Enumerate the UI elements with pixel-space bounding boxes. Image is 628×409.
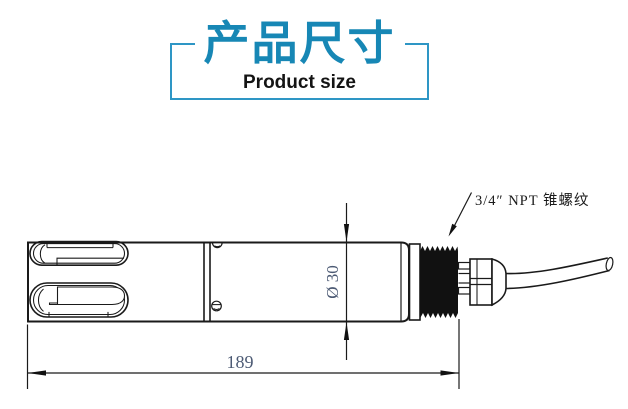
cable-bottom-edge [505, 269, 610, 290]
diameter-arrow-top [343, 224, 350, 242]
gland-tab-top [457, 261, 471, 270]
gland-dome [491, 257, 507, 307]
dimension-length: 189 [26, 319, 460, 389]
page-title-chinese: 产品尺寸 [194, 20, 405, 66]
slot-inner-outline [32, 243, 126, 264]
diameter-dim-label: Ø 30 [323, 265, 342, 299]
cable-end-cap [605, 256, 614, 272]
dimension-diameter: Ø 30 [323, 203, 350, 360]
cable-top-edge [505, 257, 608, 275]
length-arrow-right [440, 370, 459, 376]
leader-line [452, 192, 473, 228]
slot-inner-wall [48, 286, 126, 306]
length-dim-label: 189 [227, 352, 254, 372]
thread-annotation: 3/4″ NPT 锥螺纹 [448, 192, 589, 237]
leader-arrowhead [448, 223, 457, 237]
sensor-slot-top [29, 240, 129, 267]
diameter-arrow-bottom [343, 322, 350, 340]
sensor-slot-bottom [29, 282, 129, 318]
screw-top-slot [214, 245, 221, 248]
gland-nut [469, 258, 493, 306]
slot-inner-step [56, 257, 124, 265]
cable-gland [457, 257, 507, 307]
thread-collar [408, 243, 421, 321]
slot-outer-outline [29, 282, 129, 318]
page-title-english: Product size [243, 72, 356, 93]
slot-left-arc [39, 244, 46, 264]
gland-tab-bottom [457, 286, 471, 295]
thread-annotation-label: 3/4″ NPT 锥螺纹 [475, 192, 589, 209]
probe-body [27, 241, 410, 323]
slot-left-arc [37, 288, 44, 312]
npt-thread-block [420, 246, 458, 318]
cable [505, 256, 614, 290]
thread-section [408, 243, 458, 321]
slot-outer-outline [29, 240, 129, 267]
length-arrow-left [27, 370, 46, 376]
screw-bottom-arc [213, 308, 220, 311]
slot-inner-outline [32, 284, 126, 316]
title-box: 产品尺寸 Product size [170, 20, 429, 100]
